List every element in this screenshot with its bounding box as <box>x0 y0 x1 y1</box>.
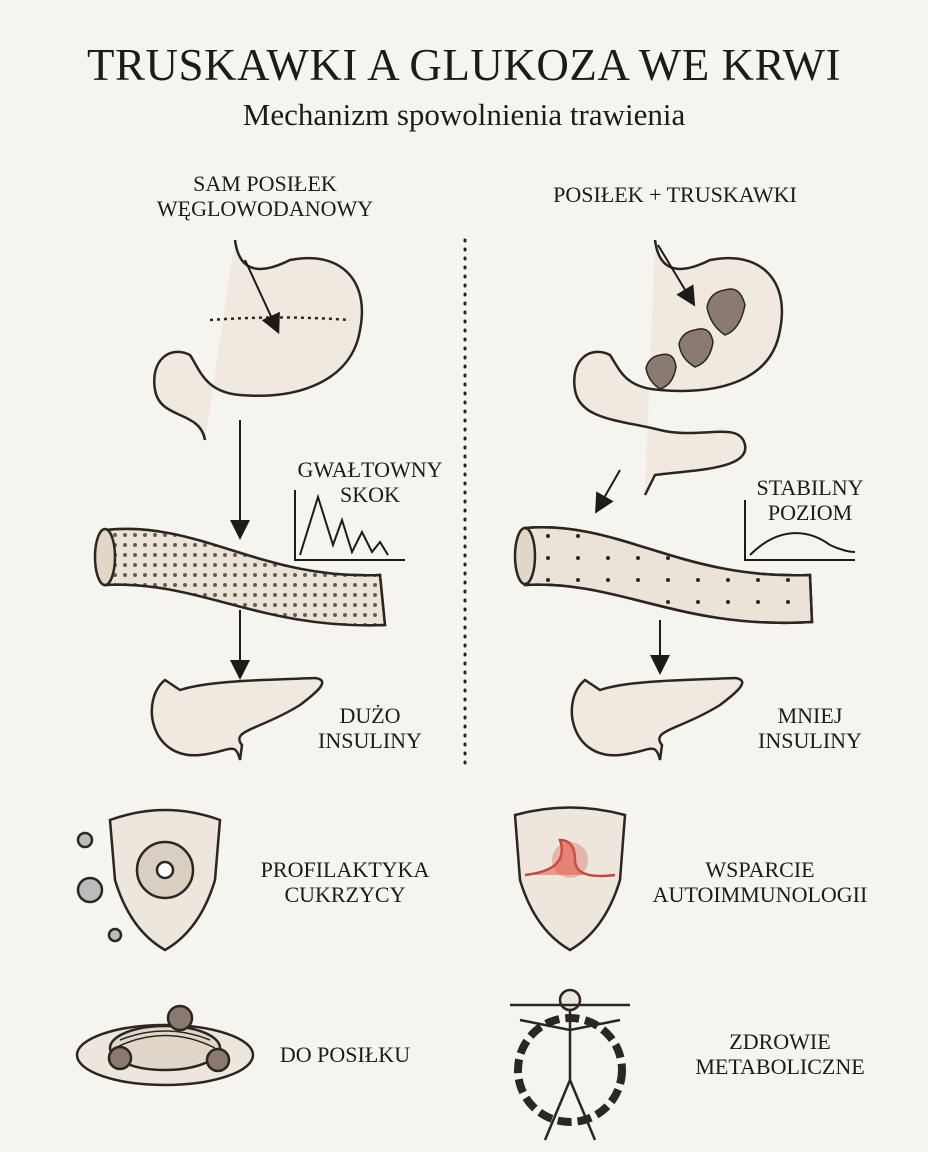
blood-vessel-left-icon <box>93 527 387 627</box>
blood-vessel-right-icon <box>513 526 814 625</box>
page-title: TRUSKAWKI A GLUKOZA WE KRWI <box>86 40 842 90</box>
vitruvian-gear-icon <box>510 988 630 1141</box>
benefit-with-meal: DO POSIŁKU <box>279 1042 411 1067</box>
benefit-line1: PROFILAKTYKA <box>260 857 430 882</box>
benefit-line1: ZDROWIE <box>729 1029 831 1054</box>
pancreas-right-icon <box>570 676 744 761</box>
shield-gut-icon <box>513 806 627 952</box>
right-insulin-line2: INSULINY <box>758 727 862 753</box>
spike-label-line1: GWAŁTOWNY <box>297 457 443 482</box>
shield-cell-icon <box>76 808 222 952</box>
stable-label-line1: STABILNY <box>756 475 864 500</box>
left-heading-line1: SAM POSIŁEK <box>193 171 337 196</box>
stomach-left-icon <box>152 239 364 441</box>
benefit-autoimmunology-support: WSPARCIE AUTOIMMUNOLOGII <box>630 857 890 907</box>
spike-label-line2: SKOK <box>340 481 400 507</box>
stable-label-line2: POZIOM <box>767 499 853 525</box>
right-insulin-label: MNIEJ INSULINY <box>720 703 900 753</box>
benefit-line2: AUTOIMMUNOLOGII <box>652 881 868 907</box>
page-subtitle: Mechanizm spowolnienia trawienia <box>242 97 686 132</box>
pancreas-left-icon <box>150 676 324 761</box>
glucose-stable-chart <box>744 500 856 561</box>
benefit-line1: WSPARCIE <box>705 857 815 882</box>
glucose-spike-chart <box>294 490 405 561</box>
right-insulin-line1: MNIEJ <box>777 703 843 728</box>
left-insulin-label: DUŻO INSULINY <box>280 703 460 753</box>
benefit-metabolic-health: ZDROWIE METABOLICZNE <box>680 1029 880 1079</box>
benefit-line2: CUKRZYCY <box>284 881 406 907</box>
pasta-strawberry-plate-icon <box>75 1004 255 1087</box>
left-heading-line2: WĘGLOWODANOWY <box>156 195 374 221</box>
stable-label: STABILNY POZIOM <box>720 475 900 525</box>
left-heading: SAM POSIŁEK WĘGLOWODANOWY <box>140 171 390 221</box>
strawberry-icons <box>645 288 746 390</box>
benefit-diabetes-prevention: PROFILAKTYKA CUKRZYCY <box>240 857 450 907</box>
benefit-line2: METABOLICZNE <box>695 1053 865 1079</box>
spike-label: GWAŁTOWNY SKOK <box>280 457 460 507</box>
right-heading: POSIŁEK + TRUSKAWKI <box>553 182 797 207</box>
left-insulin-line2: INSULINY <box>318 727 422 753</box>
left-insulin-line1: DUŻO <box>339 703 401 728</box>
